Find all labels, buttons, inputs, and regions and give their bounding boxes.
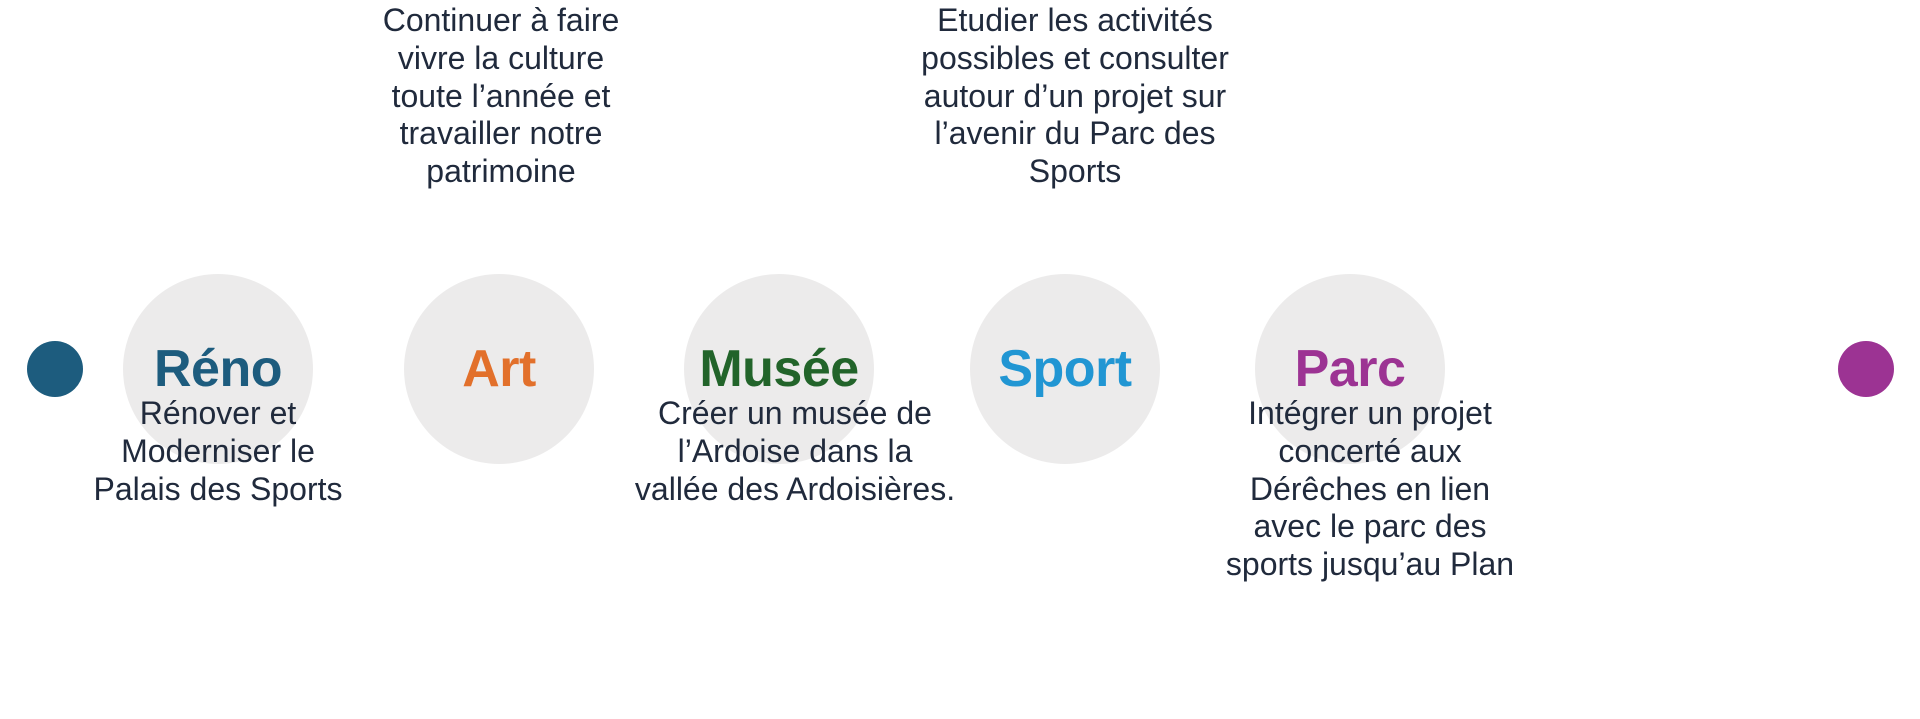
caption-sport: Etudier les activités possibles et consu… (921, 2, 1229, 189)
node-circle-parc[interactable]: Parc (1255, 274, 1445, 464)
wave-segment-musee (55, 152, 1866, 586)
node-circle-sport[interactable]: Sport (970, 274, 1160, 464)
node-label-parc: Parc (1294, 340, 1406, 398)
wave-end-cap (1838, 341, 1894, 397)
wave-segment-reno (55, 152, 1866, 586)
node-circle-musee[interactable]: Musée (684, 274, 874, 464)
node-label-reno: Réno (154, 340, 283, 398)
caption-parc: Intégrer un projet concerté aux Dérêches… (1225, 395, 1515, 582)
node-label-musee: Musée (699, 340, 859, 398)
caption-musee: Créer un musée de l’Ardoise dans la vall… (634, 395, 956, 507)
wave-segment-sport (55, 152, 1866, 586)
wave-segment-parc (55, 152, 1866, 586)
caption-reno: Rénover et Moderniser le Palais des Spor… (93, 395, 343, 507)
node-label-art: Art (462, 340, 536, 398)
node-circle-reno[interactable]: Réno (123, 274, 313, 464)
wave-segment-art (55, 152, 1866, 586)
node-label-sport: Sport (998, 340, 1132, 398)
caption-art: Continuer à faire vivre la culture toute… (382, 2, 620, 189)
wave-start-cap (27, 341, 83, 397)
node-circle-art[interactable]: Art (404, 274, 594, 464)
